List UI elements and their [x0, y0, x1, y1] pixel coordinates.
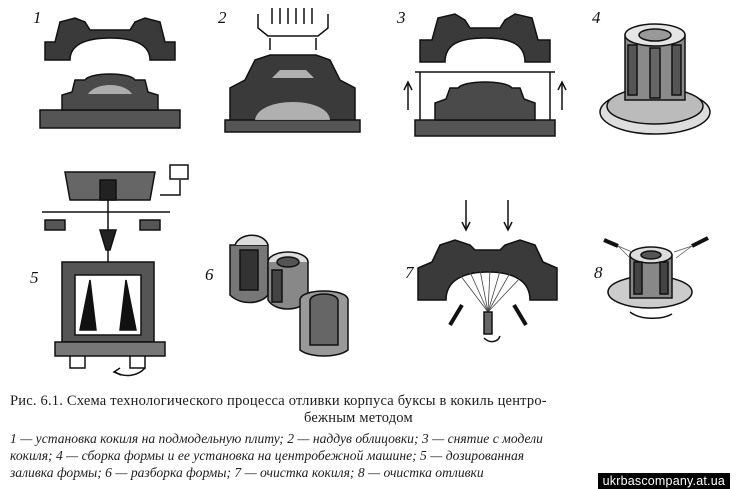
panel-number-7: 7	[405, 263, 414, 282]
panel-number-8: 8	[594, 263, 603, 282]
panel-number-1: 1	[33, 8, 42, 27]
panel-number-2: 2	[218, 8, 227, 27]
panel-number-3: 3	[397, 8, 406, 27]
caption-title-line-1: Рис. 6.1. Схема технологического процесс…	[10, 393, 547, 409]
caption-legend-line-3: заливка формы; 6 — разборка формы; 7 — о…	[10, 465, 484, 480]
panel-number-6: 6	[205, 265, 214, 284]
watermark: ukrbascompany.at.ua	[597, 473, 730, 489]
caption-legend-line-2: кокиля; 4 — сборка формы и ее установка …	[10, 448, 525, 463]
panel-number-5: 5	[30, 268, 39, 287]
caption-title-line-2: бежным методом	[304, 410, 413, 426]
caption-legend-line-1: 1 — установка кокиля на подмодельную пли…	[10, 431, 543, 446]
panel-number-4: 4	[592, 8, 601, 27]
